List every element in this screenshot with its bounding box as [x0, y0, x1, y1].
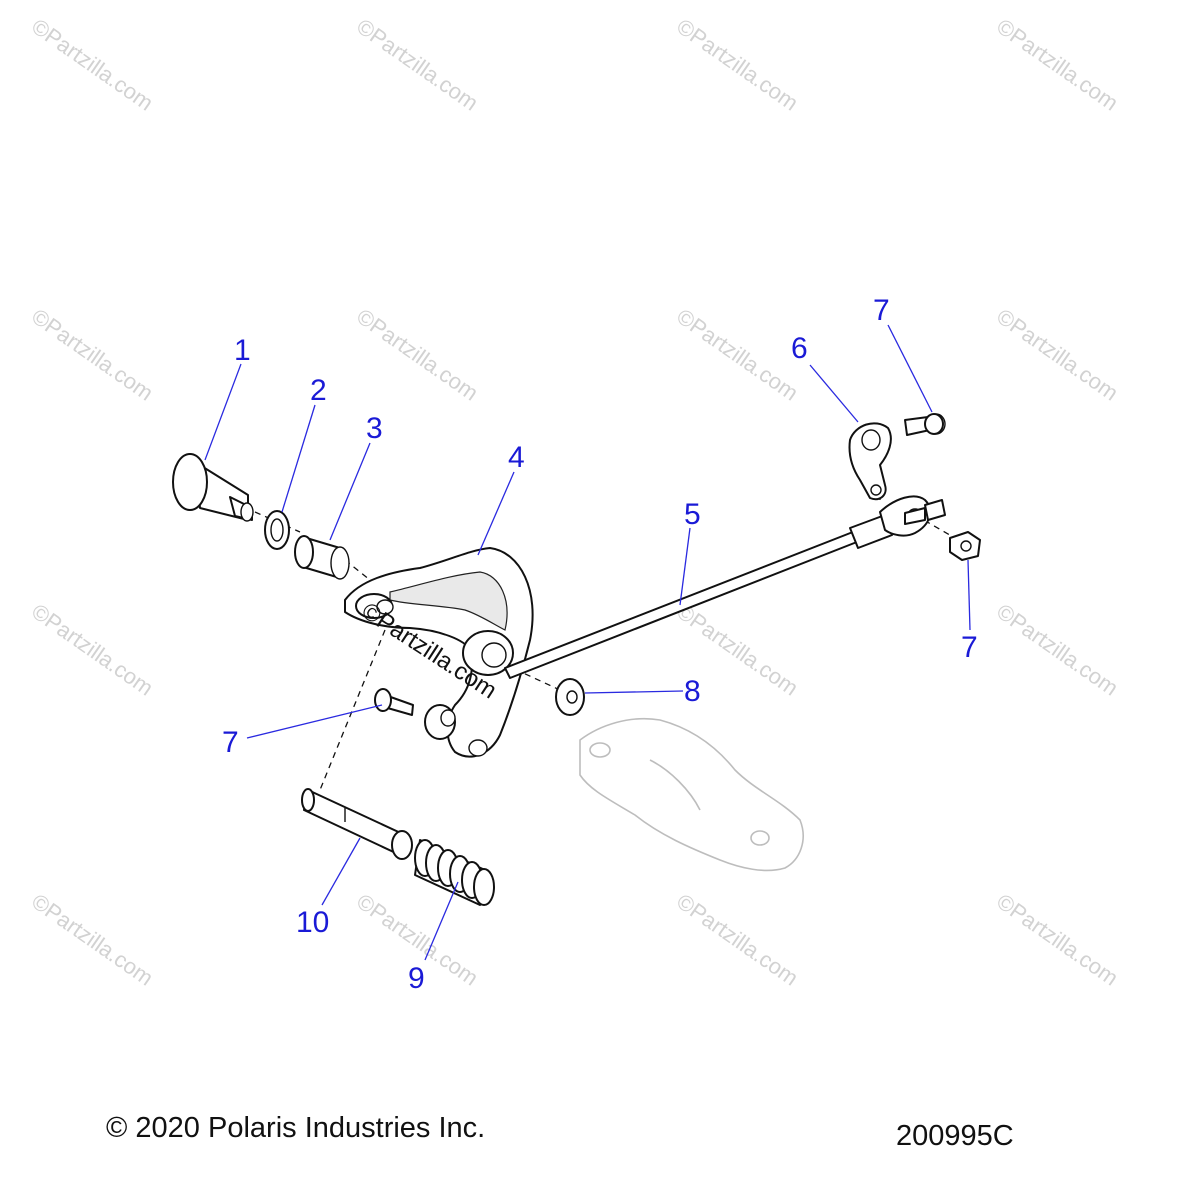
part-1-flanged-bushing	[172, 453, 254, 522]
callout-4: 4	[508, 441, 525, 474]
watermark: ©Partzilla.com	[27, 304, 158, 406]
watermark: ©Partzilla.com	[672, 304, 803, 406]
part-10-pivot-pin	[301, 788, 413, 860]
watermark: ©Partzilla.com	[27, 889, 158, 991]
part-7-bolt-right	[949, 531, 981, 561]
mounting-bracket-outline	[579, 717, 804, 872]
watermark: ©Partzilla.com	[992, 599, 1123, 701]
watermark: ©Partzilla.com	[672, 14, 803, 116]
callout-3: 3	[366, 412, 383, 445]
callout-7-top: 7	[873, 294, 890, 327]
callout-1: 1	[234, 334, 251, 367]
callout-10: 10	[296, 906, 329, 939]
callout-labels: 1 2 3 4 5 6 7 7 7 8 9 10	[222, 294, 978, 995]
callout-7-left: 7	[222, 726, 239, 759]
spacer	[424, 704, 456, 740]
watermark: ©Partzilla.com	[27, 599, 158, 701]
callout-7-right: 7	[961, 631, 978, 664]
callout-9: 9	[408, 962, 425, 995]
part-9-spring	[414, 839, 495, 906]
callout-2: 2	[310, 374, 327, 407]
callout-5: 5	[684, 498, 701, 531]
part-7-bolt-left	[374, 688, 414, 716]
copyright-notice: © 2020 Polaris Industries Inc.	[106, 1112, 486, 1144]
callout-8: 8	[684, 675, 701, 708]
watermark: ©Partzilla.com	[992, 304, 1123, 406]
part-6-clevis	[848, 422, 892, 501]
watermark: ©Partzilla.com	[992, 14, 1123, 116]
watermark: ©Partzilla.com	[352, 14, 483, 116]
diagram-number: 200995C	[896, 1120, 1014, 1152]
part-5-shift-rod	[504, 495, 932, 679]
callout-6: 6	[791, 332, 808, 365]
part-7-bolt-upper	[904, 413, 946, 525]
leader-lines	[204, 324, 971, 961]
part-3-bushing	[294, 535, 350, 580]
watermark: ©Partzilla.com	[352, 304, 483, 406]
part-4-pedal-arm	[344, 547, 534, 758]
watermark: ©Partzilla.com	[672, 889, 803, 991]
watermark: ©Partzilla.com	[27, 14, 158, 116]
part-8-washer	[555, 678, 585, 716]
part-2-o-ring	[264, 510, 290, 550]
watermark: ©Partzilla.com	[992, 889, 1123, 991]
